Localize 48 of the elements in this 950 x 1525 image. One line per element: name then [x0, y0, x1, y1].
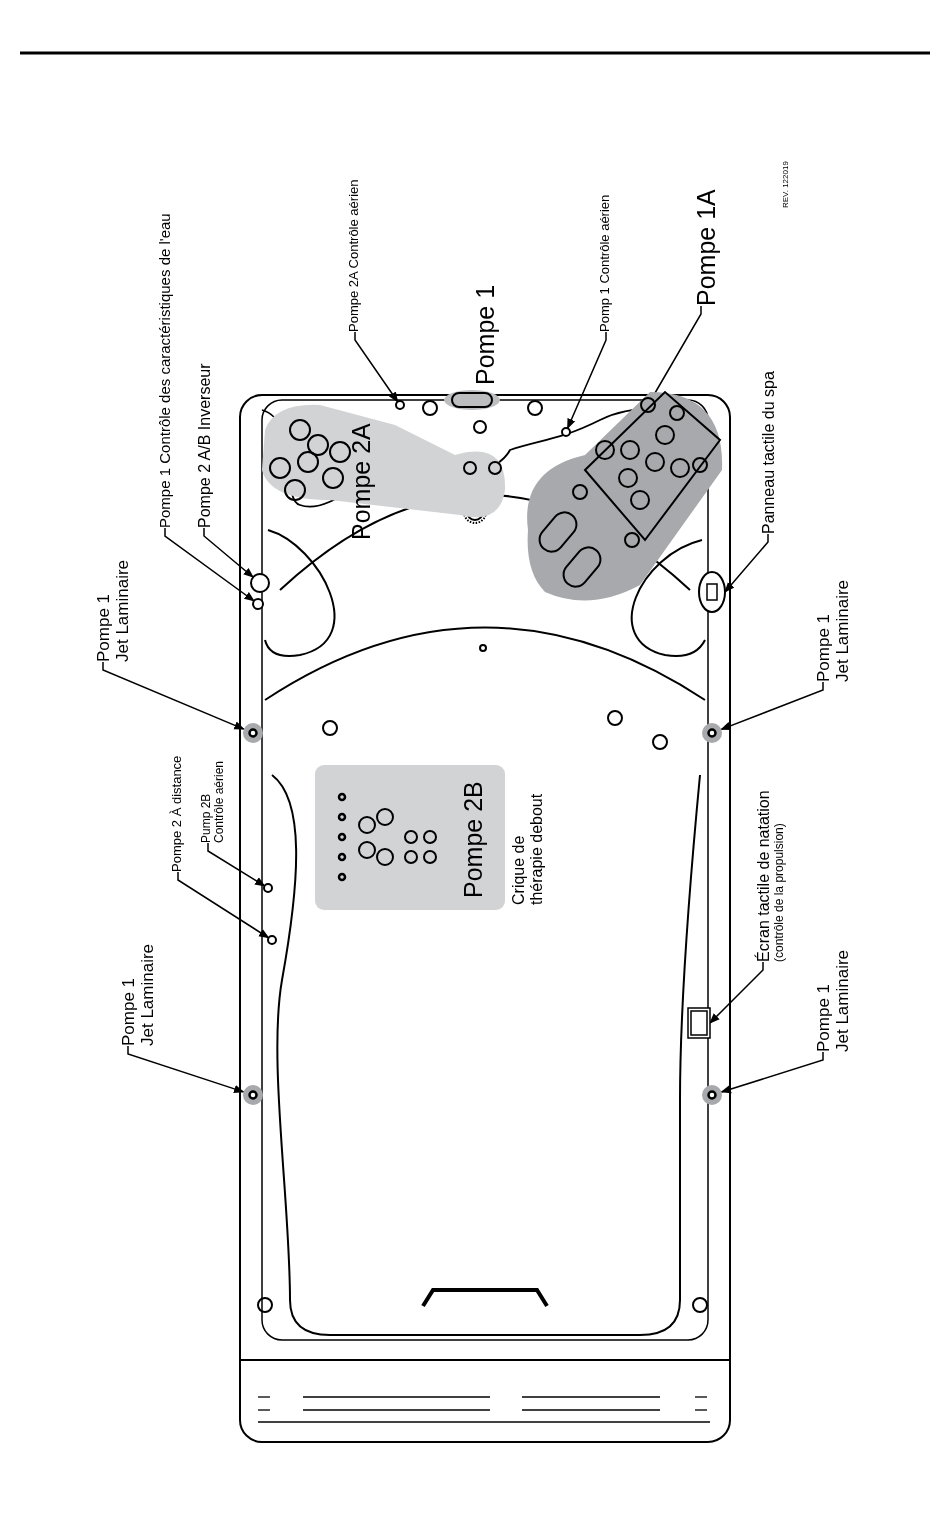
leader-line [654, 305, 702, 394]
callout-heading: Écran tactile de natation [755, 790, 773, 962]
fitting-icon [561, 427, 571, 437]
callout-subtext: Jet Laminaire [113, 559, 133, 662]
callout-heading: Pump 2B [200, 792, 214, 843]
leader-line [177, 871, 270, 939]
jet-icon [243, 723, 263, 743]
callout-label: Pompe 2 A/B Inverseur [196, 363, 214, 528]
leader-line [566, 331, 607, 430]
fitting-icon [263, 883, 273, 893]
callout-heading: Pompe 1 [120, 976, 139, 1046]
callout-label: Panneau tactile du spa [760, 371, 778, 534]
zone-label: Pompe 1A [693, 189, 721, 306]
callout-subtext: Contrôle aérien [213, 760, 227, 843]
touch-screen-icon [687, 1007, 711, 1039]
revision-note: REV. 122019 [782, 161, 791, 208]
leader-line [720, 1051, 824, 1094]
leader-line [127, 1045, 245, 1093]
pump-label: Pompe 1 [472, 284, 500, 385]
leader-line [724, 533, 769, 593]
callout-label: Pompe 2A Contrôle aérien [347, 179, 362, 332]
jet-icon [702, 1085, 722, 1105]
zone-caption: Crique de thérapie debout [510, 792, 546, 905]
leader-line [203, 527, 254, 578]
leader-line [164, 527, 255, 602]
callout-label: Pompe 1 Contrôle des caractéristiques de l'eau [157, 213, 174, 528]
callout-subtext: Jet Laminaire [138, 943, 158, 1046]
jet-icon [702, 723, 722, 743]
control-panel-icon [698, 571, 726, 613]
callout-subtext: (contrôle de la propulsion) [772, 822, 786, 962]
callout-heading: Pompe 1 [95, 592, 114, 662]
fitting-icon [252, 598, 264, 610]
fitting-icon [395, 400, 405, 410]
zone-label: Pompe 2B [460, 781, 488, 898]
fitting-icon [250, 573, 270, 593]
callout-heading: Pompe 1 [815, 612, 834, 682]
leader-line [207, 842, 266, 887]
jet-icon [243, 1085, 263, 1105]
callout-label: Pomp 1 Contrôle aérien [598, 194, 613, 332]
leader-line [102, 661, 245, 730]
callout-heading: Pompe 1 [815, 982, 834, 1052]
fitting-icon [267, 935, 277, 945]
callout-label: Pompe 2 À distance [170, 755, 185, 872]
leader-line [720, 681, 824, 731]
zone-label: Pompe 2A [348, 423, 376, 540]
jet-zone [527, 390, 722, 601]
callout-subtext: Jet Laminaire [833, 949, 853, 1052]
callout-subtext: Jet Laminaire [833, 579, 853, 682]
